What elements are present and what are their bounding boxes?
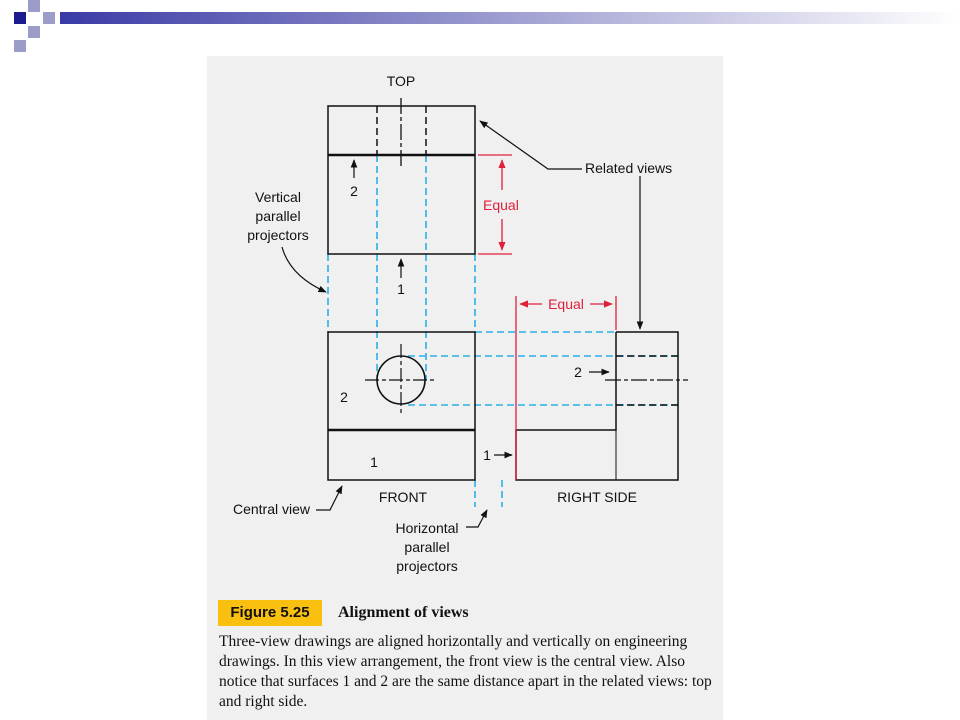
figure-number-tag: Figure 5.25 bbox=[218, 600, 322, 626]
label-front: FRONT bbox=[379, 489, 428, 505]
label-equal-vertical: Equal bbox=[483, 197, 519, 213]
leader-lines bbox=[281, 120, 644, 528]
alignment-diagram: TOP FRONT RIGHT SIDE Related views Centr… bbox=[233, 73, 688, 574]
header-square-slate-4 bbox=[14, 40, 26, 52]
hidden-lines bbox=[376, 106, 678, 406]
top-view bbox=[327, 98, 476, 255]
figure-title: Alignment of views bbox=[338, 604, 469, 621]
header-square-navy bbox=[14, 12, 26, 24]
slide-header bbox=[14, 0, 960, 52]
right-side-outline bbox=[515, 331, 679, 481]
figure-caption: Three-view drawings are aligned horizont… bbox=[219, 633, 712, 710]
label-central-view: Central view bbox=[233, 501, 311, 517]
label-vertical-projectors-2: parallel bbox=[255, 208, 300, 224]
label-top: TOP bbox=[387, 73, 416, 89]
label-vertical-projectors-1: Vertical bbox=[255, 189, 301, 205]
label-horizontal-projectors-2: parallel bbox=[404, 539, 449, 555]
label-related-views: Related views bbox=[585, 160, 672, 176]
front-view bbox=[327, 331, 476, 481]
label-right-side: RIGHT SIDE bbox=[557, 489, 637, 505]
header-square-slate-2 bbox=[43, 12, 55, 24]
right-side-view bbox=[515, 331, 688, 481]
label-equal-horizontal: Equal bbox=[548, 296, 584, 312]
label-surface-1-right: 1 bbox=[483, 447, 491, 463]
projector-lines bbox=[327, 155, 678, 507]
label-horizontal-projectors-1: Horizontal bbox=[395, 520, 458, 536]
header-square-slate-1 bbox=[28, 0, 40, 12]
front-view-outline bbox=[327, 331, 476, 481]
header-square-slate-3 bbox=[28, 26, 40, 38]
label-surface-2-right: 2 bbox=[574, 364, 582, 380]
label-surface-2-front: 2 bbox=[340, 389, 348, 405]
header-gradient-bar bbox=[60, 12, 960, 24]
label-horizontal-projectors-3: projectors bbox=[396, 558, 457, 574]
label-vertical-projectors-3: projectors bbox=[247, 227, 308, 243]
label-surface-1-front: 1 bbox=[370, 454, 378, 470]
label-surface-2-top: 2 bbox=[350, 183, 358, 199]
label-surface-1-top: 1 bbox=[397, 281, 405, 297]
equal-dimensions bbox=[478, 154, 617, 480]
